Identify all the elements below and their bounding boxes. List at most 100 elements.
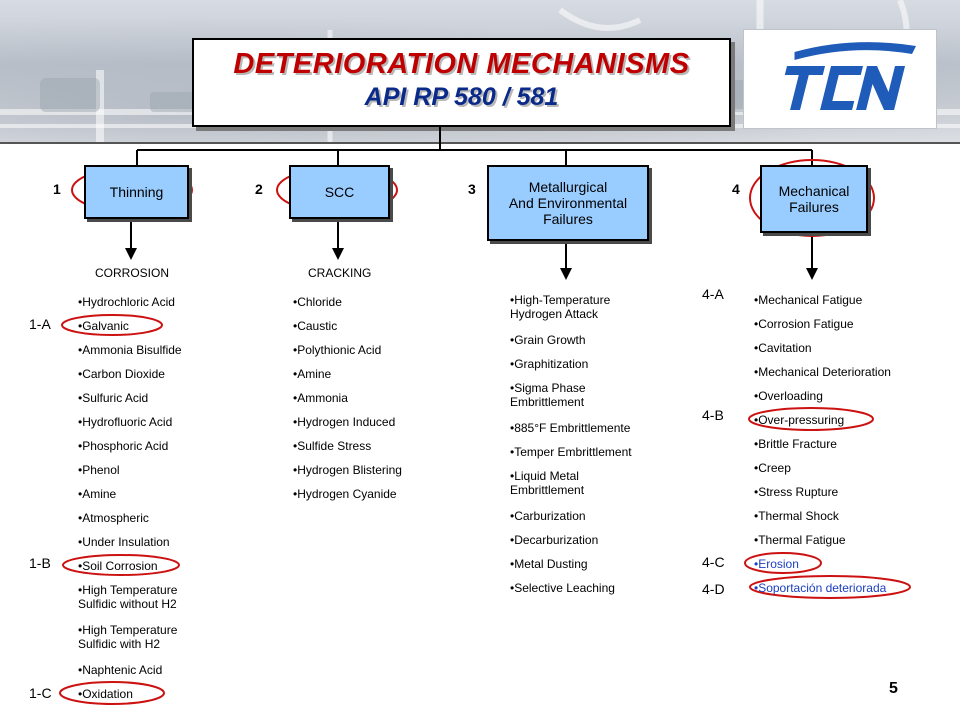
sublabel-cracking: CRACKING: [308, 266, 372, 280]
category-mechanical-line-2: Failures: [789, 199, 839, 215]
thinning-item-line: •Hydrofluoric Acid: [78, 415, 173, 429]
thinning-item-line: •Sulfuric Acid: [78, 391, 149, 405]
mechanical-item: •Cavitation: [754, 341, 812, 355]
mechanical-item: •Soportación deteriorada: [754, 581, 886, 595]
metallurgical-item-line: •Grain Growth: [510, 333, 586, 347]
metallurgical-item: •Grain Growth: [510, 333, 586, 347]
highlight-circles: [59, 159, 911, 705]
thinning-item: •Hydrofluoric Acid: [78, 415, 172, 429]
metallurgical-item: •885°F Embrittlemente: [510, 421, 630, 435]
metallurgical-item: •Decarburization: [510, 533, 598, 547]
mechanical-item: •Brittle Fracture: [754, 437, 837, 451]
metallurgical-item-line: •Metal Dusting: [510, 557, 588, 571]
thinning-item-line: •Oxidation: [78, 687, 133, 701]
category-number-1: 1: [53, 181, 61, 197]
mechanical-item-line: •Over-pressuring: [754, 413, 845, 427]
mechanical-item-line: •Erosion: [754, 557, 799, 571]
mechanical-item: •Thermal Shock: [754, 509, 839, 523]
thinning-item: •Phosphoric Acid: [78, 439, 168, 453]
tag-1-a: 1-A: [29, 316, 51, 332]
thinning-item-line: •High Temperature: [78, 583, 178, 597]
scc-item-line: •Ammonia: [293, 391, 348, 405]
category-metallurgical-box: Metallurgical And Environmental Failures: [487, 165, 649, 241]
title-box: DETERIORATION MECHANISMS API RP 580 / 58…: [192, 38, 731, 127]
mechanical-item: •Mechanical Fatigue: [754, 293, 862, 307]
metallurgical-item-line: •Graphitization: [510, 357, 589, 371]
title-main: DETERIORATION MECHANISMS: [233, 48, 690, 80]
scc-item-line: •Caustic: [293, 319, 338, 333]
mechanical-item-line: •Creep: [754, 461, 791, 475]
header-divider: [0, 142, 960, 144]
thinning-item-line: •Atmospheric: [78, 511, 149, 525]
category-scc-label: SCC: [324, 184, 355, 200]
tag-1-b: 1-B: [29, 555, 51, 571]
thinning-item-line: •High Temperature: [78, 623, 178, 637]
mechanical-item-line: •Overloading: [754, 389, 823, 403]
scc-item: •Hydrogen Cyanide: [293, 487, 397, 501]
thinning-item-line: •Galvanic: [78, 319, 129, 333]
category-number-4: 4: [732, 181, 740, 197]
category-metallurgical-line-2: And Environmental: [508, 195, 628, 211]
tcn-logo: [743, 29, 937, 129]
category-metallurgical-line-1: Metallurgical: [528, 179, 608, 195]
scc-item-line: •Hydrogen Blistering: [293, 463, 402, 477]
scc-item-line: •Hydrogen Cyanide: [293, 487, 397, 501]
thinning-item-line: •Hydrochloric Acid: [78, 295, 175, 309]
mechanical-item-line: •Soportación deteriorada: [754, 581, 887, 595]
thinning-item: •Carbon Dioxide: [78, 367, 165, 381]
thinning-item: •Hydrochloric Acid: [78, 295, 175, 309]
tag-1-c: 1-C: [29, 685, 52, 701]
scc-item-line: •Polythionic Acid: [293, 343, 382, 357]
scc-item: •Amine: [293, 367, 331, 381]
page-number: 5: [889, 680, 898, 697]
mechanical-item: •Stress Rupture: [754, 485, 838, 499]
category-mechanical-box: Mechanical Failures: [760, 165, 868, 233]
category-mechanical-line-1: Mechanical: [778, 183, 850, 199]
thinning-item: •Under Insulation: [78, 535, 170, 549]
tag-4-b: 4-B: [702, 407, 724, 423]
tcn-logo-icon: [784, 42, 917, 110]
scc-item-line: •Chloride: [293, 295, 342, 309]
mechanical-item: •Erosion: [754, 557, 799, 571]
mechanical-item-line: •Cavitation: [754, 341, 812, 355]
metallurgical-item-line: •Decarburization: [510, 533, 599, 547]
tag-4-c: 4-C: [702, 554, 725, 570]
thinning-item-line: Sulfidic without H2: [78, 597, 177, 611]
metallurgical-item-line: Hydrogen Attack: [510, 307, 599, 321]
thinning-item-line: •Phosphoric Acid: [78, 439, 169, 453]
mechanical-item: •Creep: [754, 461, 791, 475]
thinning-item: •Oxidation: [78, 687, 133, 701]
metallurgical-item: •Metal Dusting: [510, 557, 588, 571]
scc-item-line: •Sulfide Stress: [293, 439, 372, 453]
thinning-item-line: •Ammonia Bisulfide: [78, 343, 182, 357]
scc-item-line: •Amine: [293, 367, 332, 381]
thinning-item: •Phenol: [78, 463, 120, 477]
mechanical-item-line: •Thermal Fatigue: [754, 533, 846, 547]
metallurgical-item-line: •Sigma Phase: [510, 381, 586, 395]
category-metallurgical-line-3: Failures: [543, 211, 593, 227]
mechanical-item: •Thermal Fatigue: [754, 533, 846, 547]
thinning-item: •Soil Corrosion: [78, 559, 158, 573]
category-number-2: 2: [255, 181, 263, 197]
scc-item: •Polythionic Acid: [293, 343, 381, 357]
metallurgical-item-line: •Temper Embrittlement: [510, 445, 632, 459]
metallurgical-item-line: •885°F Embrittlemente: [510, 421, 631, 435]
scc-item: •Caustic: [293, 319, 337, 333]
thinning-item-line: •Carbon Dioxide: [78, 367, 165, 381]
thinning-item-line: •Under Insulation: [78, 535, 170, 549]
metallurgical-item: •Selective Leaching: [510, 581, 615, 595]
mechanical-item: •Over-pressuring: [754, 413, 844, 427]
metallurgical-item-line: •Selective Leaching: [510, 581, 615, 595]
mechanical-item: •Overloading: [754, 389, 823, 403]
scc-item-line: •Hydrogen Induced: [293, 415, 396, 429]
scc-item: •Hydrogen Induced: [293, 415, 395, 429]
thinning-item: •Atmospheric: [78, 511, 149, 525]
mechanical-item-line: •Mechanical Fatigue: [754, 293, 863, 307]
mechanical-item: •Mechanical Deterioration: [754, 365, 891, 379]
sublabel-corrosion: CORROSION: [95, 266, 170, 280]
thinning-item-line: •Naphtenic Acid: [78, 663, 163, 677]
metallurgical-item: •Graphitization: [510, 357, 588, 371]
